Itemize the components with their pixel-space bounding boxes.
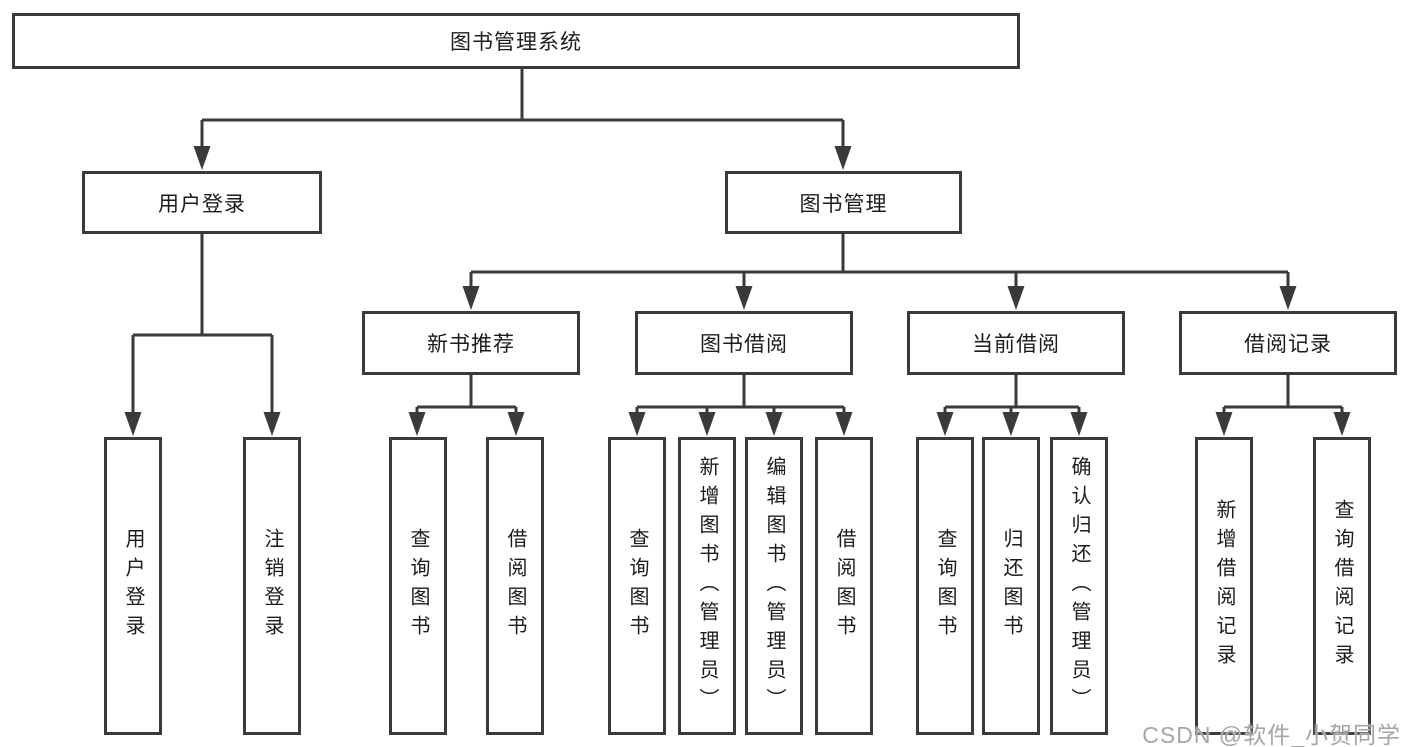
leaf-query-books-current: 查询图书 (916, 437, 974, 735)
leaf-return-books: 归还图书 (982, 437, 1040, 735)
node-new-book-recommendation: 新书推荐 (362, 311, 580, 375)
node-label: 用户登录 (158, 192, 246, 216)
leaf-borrow-books: 借阅图书 (815, 437, 873, 735)
leaf-label: 借阅图书 (504, 528, 526, 644)
leaf-label: 新增图书（管理员） (696, 455, 718, 717)
node-label: 借阅记录 (1244, 333, 1332, 356)
leaf-add-books-admin: 新增图书（管理员） (678, 437, 736, 735)
leaf-borrow-books-recommend: 借阅图书 (486, 437, 544, 735)
leaf-label: 归还图书 (1000, 528, 1022, 644)
leaf-user-login: 用户登录 (104, 437, 162, 735)
leaf-label: 新增借阅记录 (1213, 499, 1235, 673)
node-book-borrowing: 图书借阅 (635, 311, 853, 375)
leaf-query-borrow-record: 查询借阅记录 (1313, 437, 1371, 735)
leaf-label: 查询图书 (626, 528, 648, 644)
node-current-borrowing: 当前借阅 (907, 311, 1125, 375)
leaf-add-borrow-record: 新增借阅记录 (1195, 437, 1253, 735)
leaf-label: 编辑图书（管理员） (763, 455, 785, 717)
leaf-label: 用户登录 (122, 528, 144, 644)
leaf-logout: 注销登录 (243, 437, 301, 735)
leaf-query-books-recommend: 查询图书 (389, 437, 447, 735)
leaf-label: 确认归还（管理员） (1068, 455, 1090, 717)
leaf-label: 注销登录 (261, 528, 283, 644)
node-label: 新书推荐 (427, 333, 515, 356)
node-label: 图书管理 (799, 192, 888, 216)
node-label: 图书借阅 (700, 333, 788, 356)
leaf-label: 查询图书 (407, 528, 429, 644)
node-label: 图书管理系统 (450, 31, 582, 54)
node-book-management: 图书管理 (725, 171, 962, 234)
leaf-label: 查询图书 (934, 528, 956, 644)
leaf-label: 查询借阅记录 (1331, 499, 1353, 673)
leaf-edit-books-admin: 编辑图书（管理员） (745, 437, 803, 735)
leaf-confirm-return-admin: 确认归还（管理员） (1050, 437, 1108, 735)
csdn-watermark: CSDN @软件_小贺同学 (1142, 722, 1401, 747)
node-user-login: 用户登录 (82, 171, 322, 234)
node-borrowing-records: 借阅记录 (1179, 311, 1397, 375)
leaf-query-books-borrowing: 查询图书 (608, 437, 666, 735)
arrowheads (124, 146, 1351, 436)
node-library-management-system: 图书管理系统 (12, 13, 1020, 69)
node-label: 当前借阅 (972, 333, 1060, 356)
leaf-label: 借阅图书 (833, 528, 855, 644)
